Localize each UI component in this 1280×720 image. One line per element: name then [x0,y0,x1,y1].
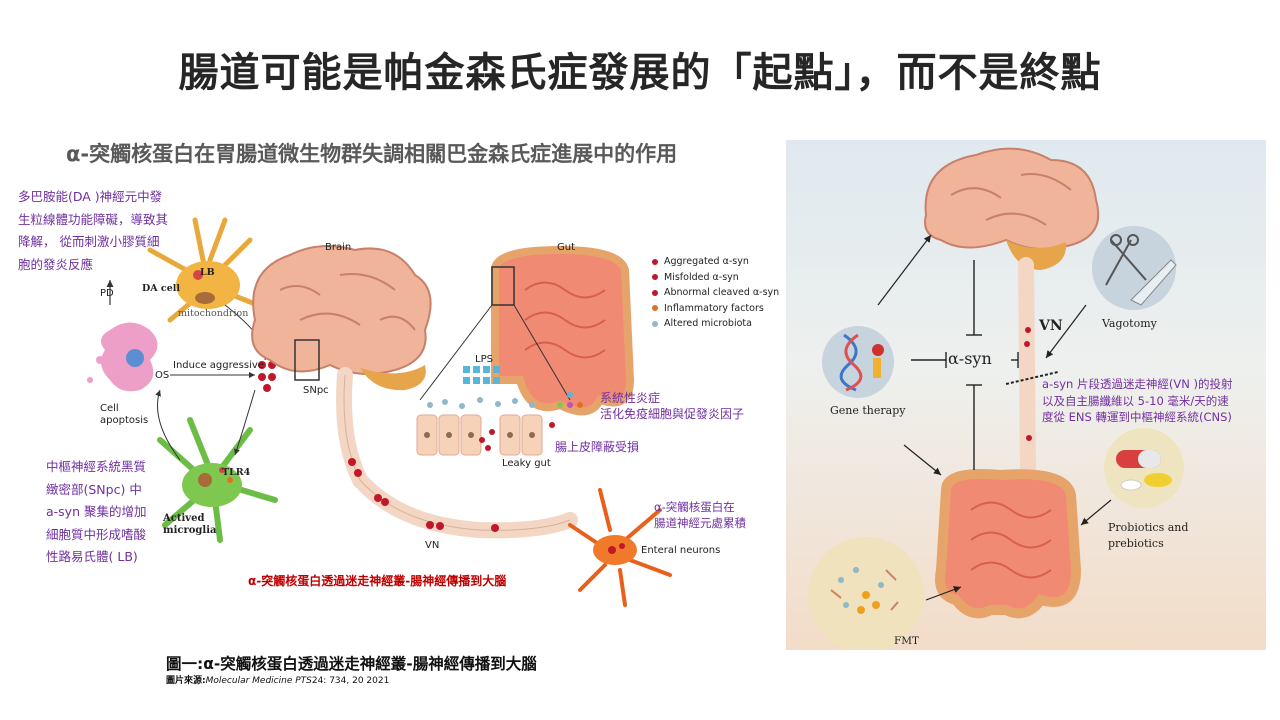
therapy-diagram [786,140,1266,650]
vn-label-right: VN [1039,318,1063,334]
vn-transport-note: a-syn 片段透過迷走神經(VN )的投射 以及自主腸纖維以 5-10 毫米/… [1042,376,1233,426]
note-line: 腸道神經元處累積 [654,516,746,530]
legend-item: Aggregated α-syn [652,254,779,270]
source-journal: Molecular Medicine PTS [205,676,312,686]
da-cell-label: DA cell [142,283,180,294]
label-line: Actived [163,513,205,524]
snpc-aggregation-note: 中樞神經系統黑質 緻密部(SNpc) 中 a-syn 聚集的增加 細胞質中形成嗜… [46,456,146,569]
figure-subtitle: α-突觸核蛋白在胃腸道微生物群失調相關巴金森氏症進展中的作用 [66,142,678,166]
da-dysfunction-note: 多巴胺能(DA )神經元中發 生粒線體功能障礙，導致其 降解， 從而刺激小膠質細… [18,186,168,276]
page-title: 腸道可能是帕金森氏症發展的「起點」，而不是終點 [178,50,1102,96]
legend: Aggregated α-syn Misfolded α-syn Abnorma… [652,254,779,332]
source-prefix: 圖片來源: [166,676,206,686]
gut-illustration [419,245,635,416]
legend-item: Inflammatory factors [652,301,779,317]
legend-label: Aggregated α-syn [664,256,749,268]
note-line: 系統性炎症 [600,391,661,405]
vagotomy-label: Vagotomy [1102,317,1157,330]
probiotics-label: Probiotics and prebiotics [1108,520,1188,552]
note-line: 細胞質中形成嗜酸 [46,526,147,542]
misfolded-marker-icon [652,274,658,281]
label-line: prebiotics [1108,537,1164,550]
note-line: 以及自主腸纖維以 5-10 毫米/天的速 [1042,393,1229,408]
label-line: microglia [163,525,217,536]
aggregated-marker-icon [652,258,658,265]
note-line: 多巴胺能(DA )神經元中發 [18,189,163,204]
pd-label: PD [100,288,114,299]
note-line: 胞的發炎反應 [18,256,94,272]
note-line: 降解， 從而刺激小膠質細 [18,234,160,249]
legend-label: Abnormal cleaved α-syn [664,287,780,299]
legend-item: Misfolded α-syn [652,270,779,286]
note-line: 生粒線體功能障礙，導致其 [18,211,169,227]
note-line: a-syn 聚集的增加 [46,504,147,519]
enteric-accumulation-note: α-突觸核蛋白在 腸道神經元處累積 [654,499,746,531]
figure-source: 圖片來源:Molecular Medicine PTS24: 734, 20 2… [166,673,389,686]
da-cell-illustration [147,217,273,323]
legend-item: Abnormal cleaved α-syn [652,285,779,301]
note-line: 緻密部(SNpc) 中 [46,481,142,497]
lb-label: LB [200,267,215,278]
systemic-inflammation-note: 系統性炎症 活化免疫細胞與促發炎因子 [600,390,744,422]
legend-item: Altered microbiota [652,316,779,332]
cell-apoptosis-label: Cell apoptosis [100,403,148,427]
tlr4-label: TLR4 [222,467,251,478]
legend-label: Misfolded α-syn [664,271,739,283]
figure-caption: 圖一:α-突觸核蛋白透過迷走神經叢-腸神經傳播到大腦 [166,655,537,673]
fmt-label: FMT [894,635,920,647]
gut-label: Gut [557,242,576,253]
enteral-neuron-illustration [568,488,672,607]
note-line: 活化免疫細胞與促發炎因子 [600,407,745,421]
left-diagram [87,217,672,607]
note-line: a-syn 片段透過迷走神經(VN )的投射 [1042,377,1233,391]
asyn-label: α-syn [948,349,992,368]
inflammatory-marker-icon [652,305,658,312]
source-details: 24: 734, 20 2021 [311,676,390,686]
brain-label: Brain [325,242,352,253]
legend-label: Inflammatory factors [664,302,764,314]
epithelial-damage-note: 腸上皮障蔽受損 [555,440,640,454]
note-line: α-突觸核蛋白在 [654,500,735,514]
cleaved-marker-icon [652,289,658,296]
note-line: 性路易氏體( LB) [46,549,138,564]
vagus-spread-note: α-突觸核蛋白透過迷走神經叢-腸神經傳播到大腦 [248,574,507,588]
enteral-neurons-label: Enteral neurons [641,545,721,556]
apoptosis-cell-illustration [87,322,158,392]
microbiota-marker-icon [652,320,658,327]
induce-label: Induce aggressive [173,360,264,371]
note-line: 中樞神經系統黑質 [46,459,147,474]
therapy-panel: VN Vagotomy Gene therapy α-syn Probiotic… [786,140,1266,650]
label-line: apoptosis [100,415,149,426]
os-label: OS [155,370,170,381]
leaky-gut-label: Leaky gut [502,458,551,469]
snpc-label: SNpc [303,385,329,396]
label-line: Probiotics and [1108,521,1189,534]
activated-microglia-label: Actived microglia [163,513,216,537]
gene-therapy-label: Gene therapy [830,404,906,417]
lps-label: LPS [475,354,493,365]
vn-label: VN [425,540,440,551]
epithelium-illustration [416,392,583,456]
mitochondrion-label: mitochondrion [178,308,249,319]
note-line: 度從 ENS 轉運到中樞神經系統(CNS) [1042,410,1232,424]
brain-illustration [251,245,432,391]
label-line: Cell [100,403,119,414]
legend-label: Altered microbiota [664,318,752,330]
